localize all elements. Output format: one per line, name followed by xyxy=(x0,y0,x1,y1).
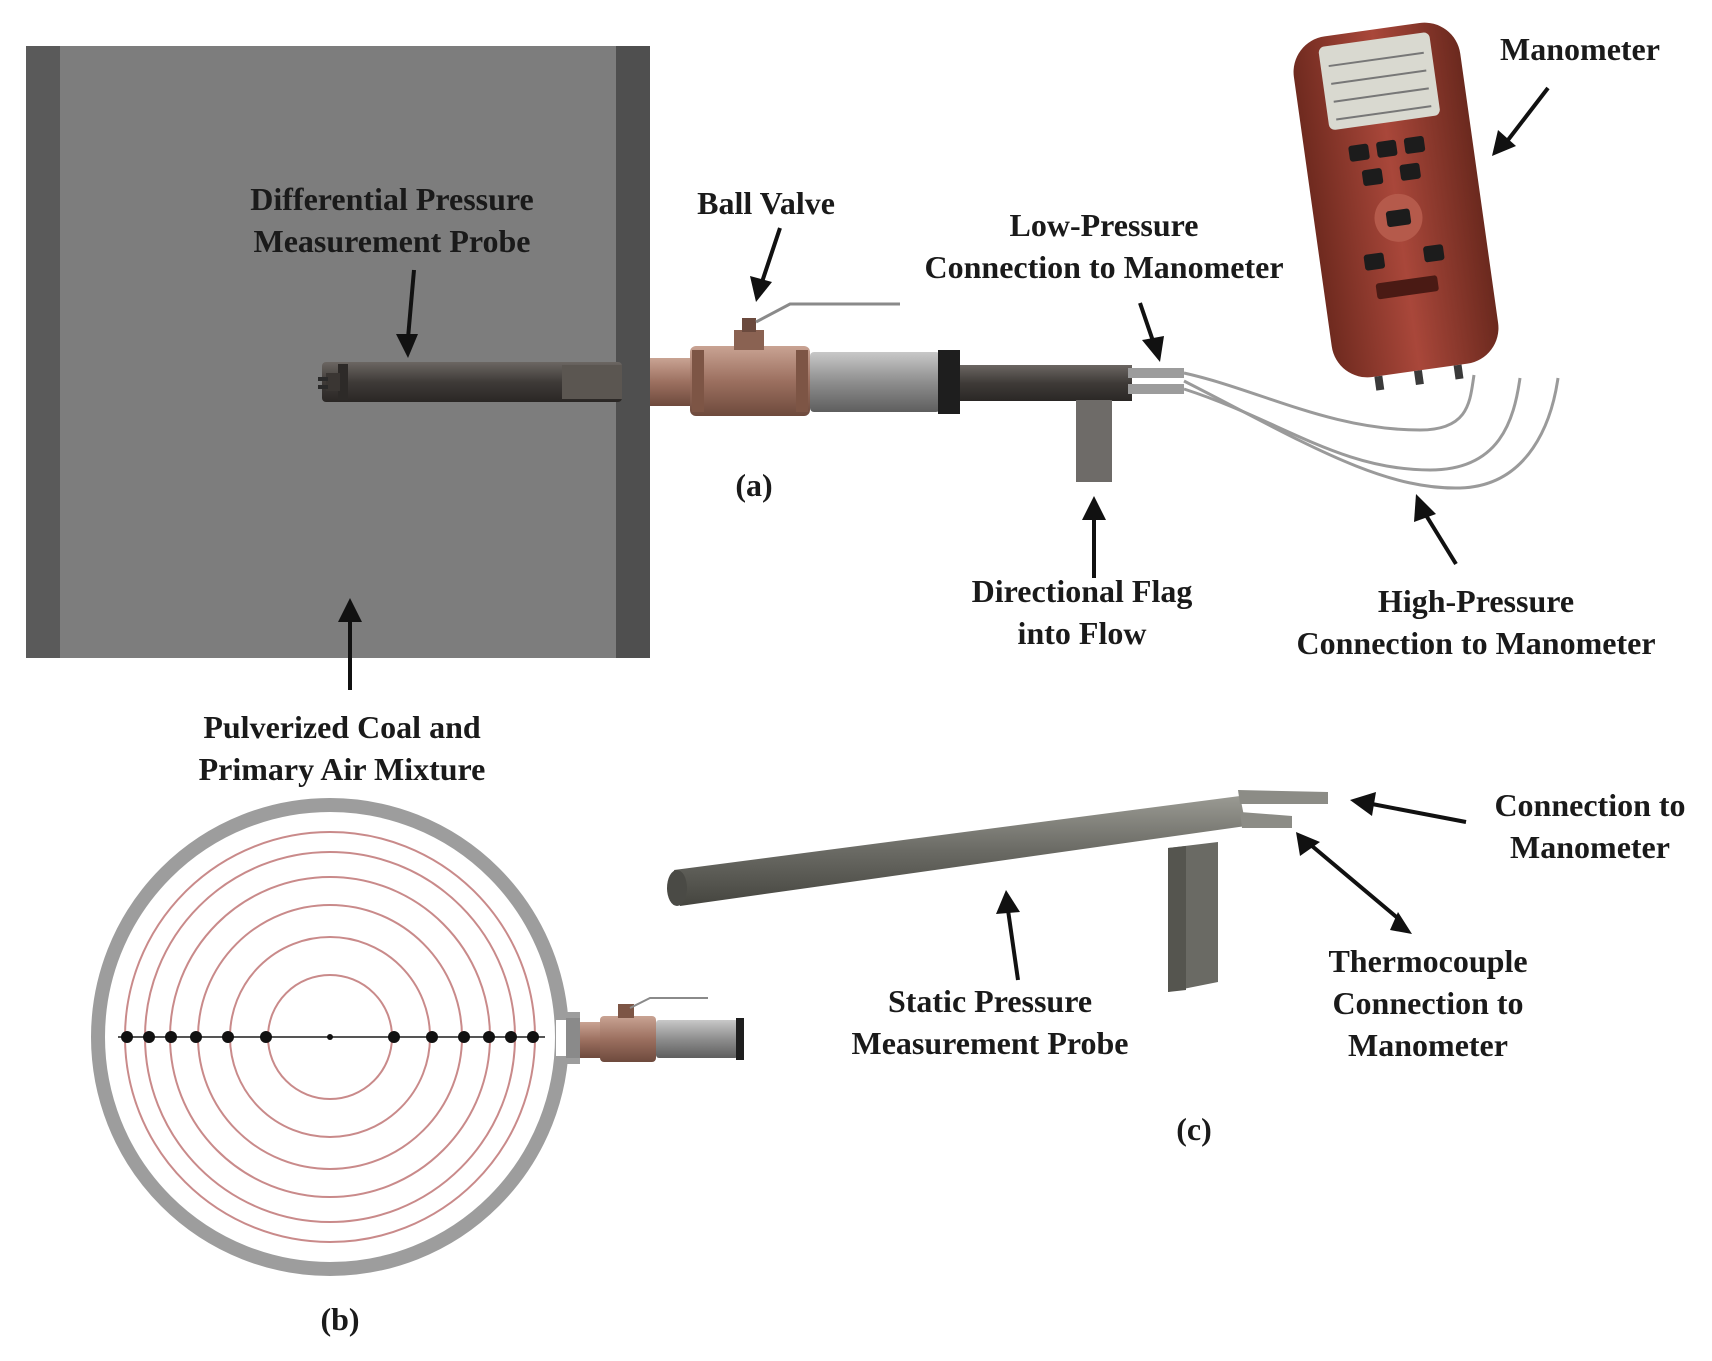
duct-right-wall xyxy=(616,46,650,658)
high-pressure-label-line1: High-Pressure xyxy=(1378,583,1574,619)
coal-air-label-line1: Pulverized Coal and xyxy=(203,709,481,745)
coal-air-label-line2: Primary Air Mixture xyxy=(199,751,486,787)
low-pressure-label-line1: Low-Pressure xyxy=(1009,207,1198,243)
manometer-label: Manometer xyxy=(1500,31,1660,67)
manometer-device xyxy=(1293,22,1499,391)
directional-flag-label-line1: Directional Flag xyxy=(972,573,1193,609)
differential-pressure-probe xyxy=(318,362,622,402)
callout-arrows xyxy=(338,86,1550,981)
directional-flag-label-line2: into Flow xyxy=(1018,615,1147,651)
ball-valve-assembly xyxy=(650,302,1184,482)
panel-label-b: (b) xyxy=(320,1301,359,1337)
labels: Differential Pressure Measurement Probe … xyxy=(199,31,1686,1337)
connection-label-line2: Manometer xyxy=(1510,829,1670,865)
panel-label-c: (c) xyxy=(1176,1111,1212,1147)
static-probe-label-line1: Static Pressure xyxy=(888,983,1092,1019)
pipe-cross-section xyxy=(91,798,744,1276)
ball-valve-label: Ball Valve xyxy=(697,185,835,221)
thermocouple-label-line1: Thermocouple xyxy=(1328,943,1527,979)
pressure-tubes xyxy=(1183,371,1560,490)
thermocouple-label-line3: Manometer xyxy=(1348,1027,1508,1063)
connection-label-line1: Connection to xyxy=(1494,787,1685,823)
dp-probe-label-line1: Differential Pressure xyxy=(250,181,533,217)
static-pressure-probe xyxy=(667,790,1328,992)
panel-label-a: (a) xyxy=(735,467,772,503)
thermocouple-label-line2: Connection to xyxy=(1332,985,1523,1021)
duct-section xyxy=(26,46,650,658)
high-pressure-label-line2: Connection to Manometer xyxy=(1296,625,1655,661)
low-pressure-label-line2: Connection to Manometer xyxy=(924,249,1283,285)
duct-interior xyxy=(60,46,616,658)
static-probe-label-line2: Measurement Probe xyxy=(852,1025,1129,1061)
dp-probe-label-line2: Measurement Probe xyxy=(254,223,531,259)
